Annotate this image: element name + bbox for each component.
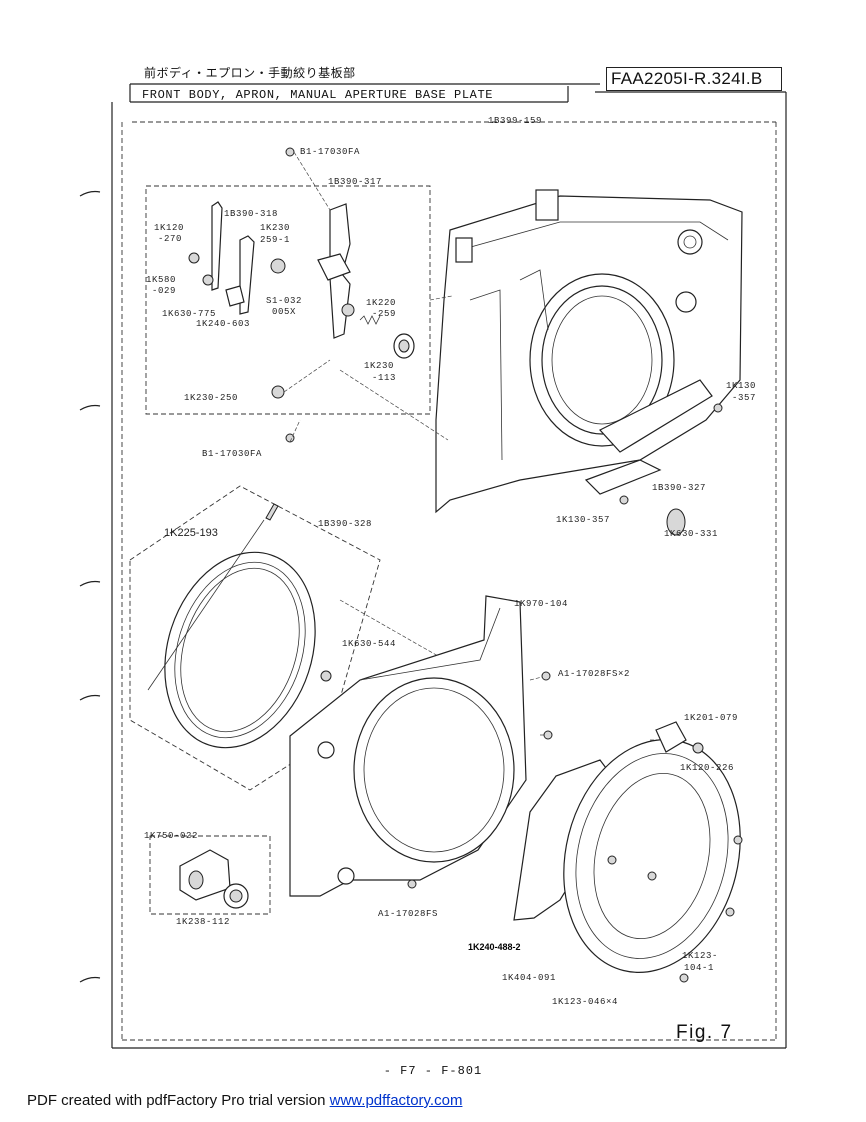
apron-part (289, 595, 553, 897)
part-label: 259-1 (260, 235, 290, 245)
part-label: 104-1 (684, 963, 714, 973)
part-label: 1K630-544 (342, 639, 396, 649)
part-label: 1K240-488-2 (468, 942, 521, 952)
part-label: 1K120 (154, 223, 184, 233)
part-label: -270 (158, 234, 182, 244)
part-label: 1K750-022 (144, 831, 198, 841)
lens-mount-parts (513, 721, 743, 983)
part-label: 1K970-104 (514, 599, 568, 609)
part-label: -113 (372, 373, 396, 383)
part-label: B1-17030FA (300, 147, 360, 157)
pdffactory-link[interactable]: www.pdffactory.com (329, 1092, 463, 1109)
aperture-subassembly-group (145, 147, 431, 443)
part-label: 1K123-046×4 (552, 997, 618, 1007)
part-label: 1K630-331 (664, 529, 718, 539)
page-number: - F7 - F-801 (383, 1064, 483, 1078)
part-label: 1B390-318 (224, 209, 278, 219)
title-english: FRONT BODY, APRON, MANUAL APERTURE BASE … (142, 88, 494, 102)
title-japanese: 前ボディ・エプロン・手動絞り基板部 (144, 66, 356, 80)
part-label: 1K404-091 (502, 973, 556, 983)
footer-text: PDF created with pdfFactory Pro trial ve… (27, 1092, 330, 1109)
part-label: A1-17028FS×2 (558, 669, 630, 679)
part-labels: 1B399-159 B1-17030FA 1B390-317 1B390-318… (144, 116, 756, 1007)
part-label: 1K123- (682, 951, 718, 961)
part-label: 1K630-775 (162, 309, 216, 319)
part-label: 1K201-079 (684, 713, 738, 723)
part-label: 1K120-226 (680, 763, 734, 773)
part-label: -029 (152, 286, 176, 296)
part-label: 1B390-327 (652, 483, 706, 493)
part-label: 1K220 (366, 298, 396, 308)
binder-hole-marks (79, 190, 101, 983)
part-label: 1K130-357 (556, 515, 610, 525)
part-label: 1K230 (364, 361, 394, 371)
lower-left-small-parts (149, 835, 271, 915)
part-label: 005X (272, 307, 296, 317)
part-label: 1K238-112 (176, 917, 230, 927)
part-label: 1K240-603 (196, 319, 250, 329)
front-body-frame (435, 189, 743, 536)
part-label: -259 (372, 309, 396, 319)
part-label: 1K230 (260, 223, 290, 233)
document-code: FAA2205I-R.324I.B (606, 67, 782, 91)
ring-subassembly-group (129, 485, 381, 791)
part-label: 1B390-317 (328, 177, 382, 187)
part-label: 1K225-193 (164, 527, 218, 539)
part-label: A1-17028FS (378, 909, 438, 919)
part-label: 1K580 (146, 275, 176, 285)
part-label: B1-17030FA (202, 449, 262, 459)
part-label: 1B390-328 (318, 519, 372, 529)
part-label: -357 (732, 393, 756, 403)
pdf-footer: PDF created with pdfFactory Pro trial ve… (27, 1092, 462, 1109)
part-label: 1K130 (726, 381, 756, 391)
figure-label: Fig. 7 (676, 1022, 733, 1043)
part-label: 1B399-159 (488, 116, 542, 126)
frame-lines (111, 83, 787, 1049)
part-label: S1-032 (266, 296, 302, 306)
part-label: 1K230-250 (184, 393, 238, 403)
